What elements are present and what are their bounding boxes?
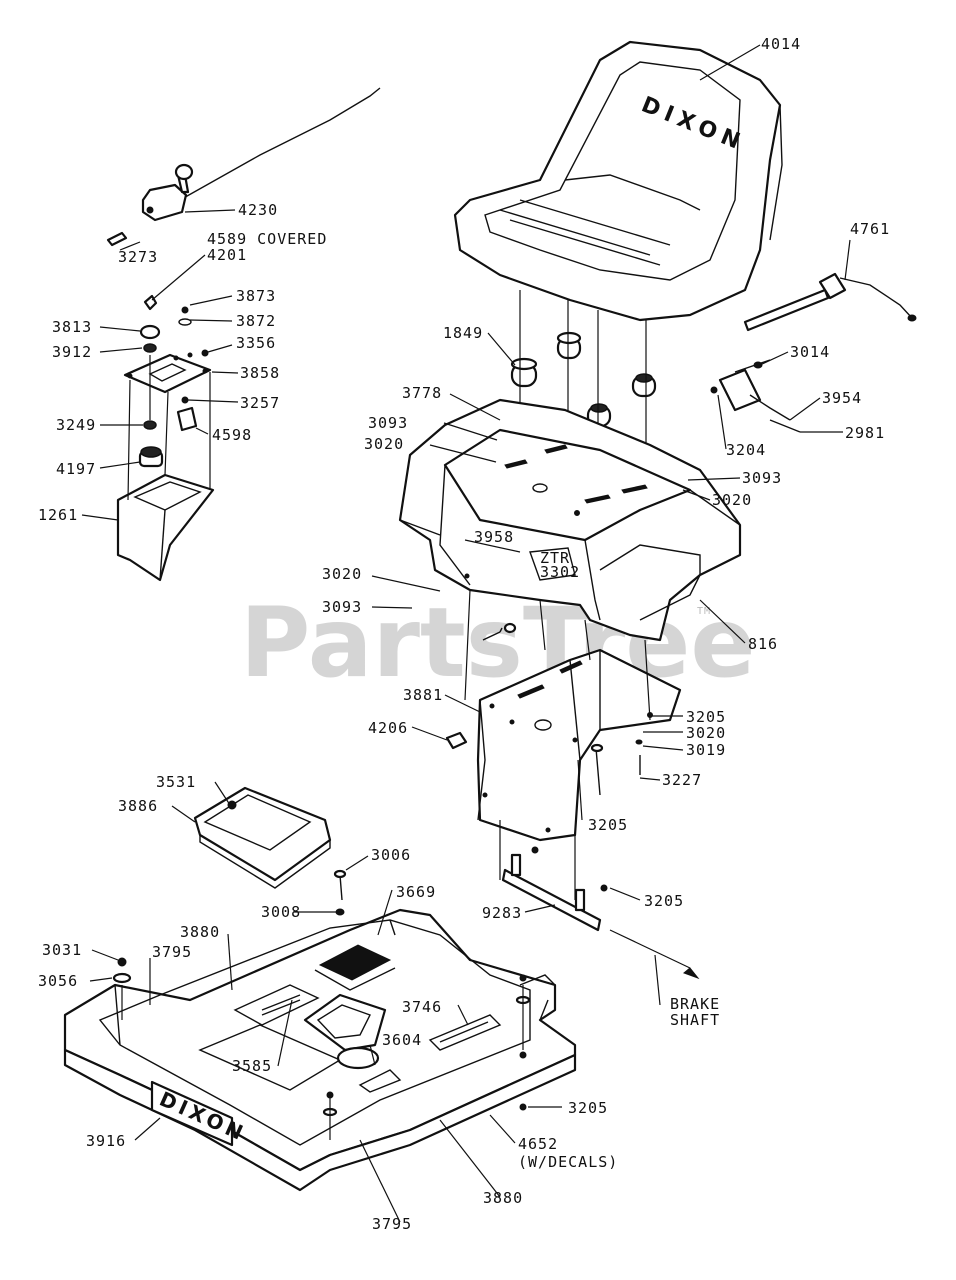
callout-3795-lower: 3795 <box>372 1215 412 1233</box>
seat-bracket <box>476 648 682 842</box>
base-hardware <box>112 869 531 1140</box>
seat <box>453 40 783 322</box>
callout-3014: 3014 <box>790 343 830 361</box>
clip-4206 <box>445 731 468 750</box>
callout-3746: 3746 <box>402 998 442 1016</box>
callout-4197: 4197 <box>56 460 96 478</box>
cover-3886 <box>193 786 332 889</box>
throttle-cable <box>106 87 381 247</box>
control-plate <box>123 306 212 394</box>
callout-leaders <box>81 44 851 1223</box>
control-guide-lines <box>127 355 211 501</box>
callout-3056: 3056 <box>38 972 78 990</box>
callout-4598: 4598 <box>212 426 252 444</box>
callout-816: 816 <box>748 635 778 653</box>
callout-3273: 3273 <box>118 248 158 266</box>
pivot-rod <box>501 846 608 932</box>
callout-3227: 3227 <box>662 771 702 789</box>
callout-3872: 3872 <box>236 312 276 330</box>
callout-3204: 3204 <box>726 441 766 459</box>
callout-4014: 4014 <box>761 35 801 53</box>
callout-4201: 4201 <box>207 246 247 264</box>
callout-3020-upper: 3020 <box>364 435 404 453</box>
seat-pan <box>398 398 742 642</box>
bracket-guide-lines <box>464 589 651 900</box>
callout-2981: 2981 <box>845 424 885 442</box>
callout-3205-bracket: 3205 <box>686 708 726 726</box>
callout-3093-left: 3093 <box>322 598 362 616</box>
callout-3020-left: 3020 <box>322 565 362 583</box>
callout-3813: 3813 <box>52 318 92 336</box>
callout-3205-lower: 3205 <box>588 816 628 834</box>
callout-3858: 3858 <box>240 364 280 382</box>
callout-3356: 3356 <box>236 334 276 352</box>
callout-3093-upper: 3093 <box>368 414 408 432</box>
base-deck <box>63 908 577 1192</box>
callout-3031: 3031 <box>42 941 82 959</box>
callout-3008: 3008 <box>261 903 301 921</box>
callout-3020-right: 3020 <box>712 491 752 509</box>
callout-3954: 3954 <box>822 389 862 407</box>
callout-9283: 9283 <box>482 904 522 922</box>
brake-shaft-arrow <box>609 929 700 1006</box>
callout-3669: 3669 <box>396 883 436 901</box>
callout-1261: 1261 <box>38 506 78 524</box>
seat-adjust-rod <box>743 272 917 332</box>
callout-3249: 3249 <box>56 416 96 434</box>
callout-3916: 3916 <box>86 1132 126 1150</box>
callout-4230: 4230 <box>238 201 278 219</box>
decal-bottom-text: 3302 <box>540 563 580 581</box>
callout-3873: 3873 <box>236 287 276 305</box>
callout-3205-rod: 3205 <box>644 892 684 910</box>
callout-3205-base: 3205 <box>568 1099 608 1117</box>
watermark-text: PartsTree <box>240 587 755 699</box>
callout-3257: 3257 <box>240 394 280 412</box>
callout-4761: 4761 <box>850 220 890 238</box>
callout-3020-bracket: 3020 <box>686 724 726 742</box>
callout-labels: 4014 4230 3273 4589 COVERED 4201 3873 38… <box>38 35 890 1233</box>
callout-3880-upper: 3880 <box>180 923 220 941</box>
callout-brake-line1: BRAKE <box>670 995 720 1013</box>
watermark-tm: TM <box>697 606 711 617</box>
control-housing <box>116 473 215 582</box>
callout-4652-note: (W/DECALS) <box>518 1153 618 1171</box>
callout-3778: 3778 <box>402 384 442 402</box>
callout-brake-line2: SHAFT <box>670 1011 720 1029</box>
callout-4589: 4589 COVERED <box>207 230 327 248</box>
callout-3604: 3604 <box>382 1031 422 1049</box>
callout-3795-upper: 3795 <box>152 943 192 961</box>
callout-3886: 3886 <box>118 797 158 815</box>
seat-bumpers <box>510 331 657 428</box>
decal-top-text: ZTR <box>540 549 570 567</box>
callout-3881: 3881 <box>403 686 443 704</box>
knob-stack <box>138 324 198 468</box>
callout-3958: 3958 <box>474 528 514 546</box>
seat-latch-bracket <box>710 359 801 433</box>
callout-3531: 3531 <box>156 773 196 791</box>
callout-4206: 4206 <box>368 719 408 737</box>
bracket-bolts <box>482 622 643 796</box>
decal-3958: ZTR 3302 <box>529 547 580 581</box>
callout-3880-lower: 3880 <box>483 1189 523 1207</box>
seat-guide-lines <box>519 290 647 520</box>
callout-3006: 3006 <box>371 846 411 864</box>
callout-3912: 3912 <box>52 343 92 361</box>
callout-3585: 3585 <box>232 1057 272 1075</box>
callout-3019: 3019 <box>686 741 726 759</box>
callout-1849: 1849 <box>443 324 483 342</box>
callout-4652: 4652 <box>518 1135 558 1153</box>
callout-3093-right: 3093 <box>742 469 782 487</box>
